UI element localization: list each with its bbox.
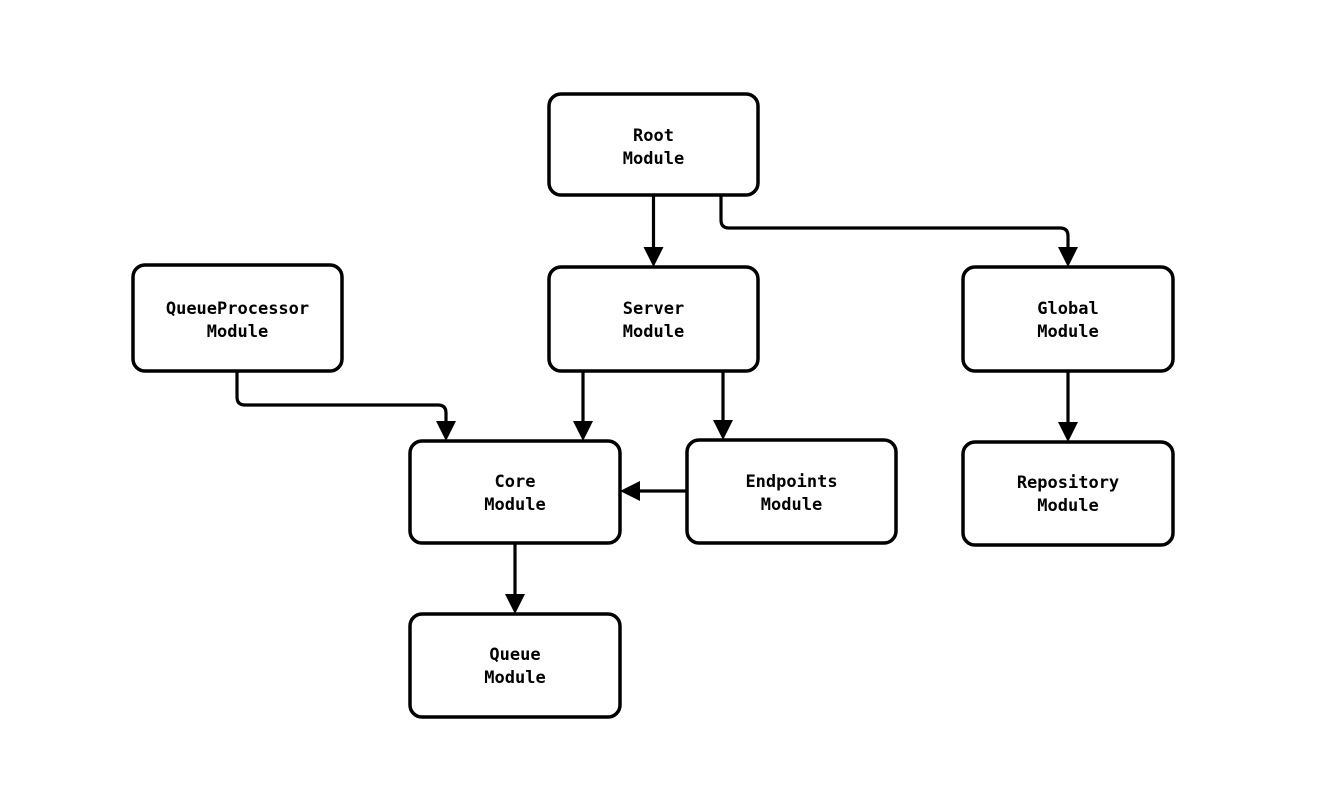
node-core-module[interactable]: Core Module — [408, 439, 622, 545]
edge-root-to-global — [719, 195, 1078, 267]
node-layer: Root Module QueueProcessor Module Server… — [131, 92, 1175, 719]
arrow-head-icon — [1058, 247, 1078, 267]
arrow-head-icon — [573, 421, 593, 441]
node-label-line1: Queue — [489, 645, 540, 665]
edge-queueprocessor-to-core — [235, 371, 456, 441]
node-queue-module[interactable]: Queue Module — [408, 612, 622, 719]
arrow-head-icon — [436, 421, 456, 441]
node-server-module[interactable]: Server Module — [547, 265, 760, 373]
arrow-head-icon — [713, 420, 733, 440]
node-label-line2: Module — [761, 495, 822, 515]
node-box[interactable] — [131, 263, 344, 373]
node-label-line1: Global — [1037, 299, 1098, 319]
node-box[interactable] — [961, 440, 1175, 547]
node-label-line1: Core — [495, 472, 536, 492]
edge-line — [719, 195, 1070, 252]
edge-layer — [235, 195, 1078, 614]
arrow-head-icon — [505, 594, 525, 614]
arrow-head-icon — [643, 247, 664, 267]
edge-endpoints-to-core — [620, 481, 687, 501]
node-box[interactable] — [961, 265, 1175, 373]
node-endpoints-module[interactable]: Endpoints Module — [685, 438, 898, 545]
node-global-module[interactable]: Global Module — [961, 265, 1175, 373]
node-label-line1: Server — [623, 299, 684, 319]
node-label-line2: Module — [1037, 322, 1098, 342]
node-box[interactable] — [547, 92, 760, 197]
node-box[interactable] — [685, 438, 898, 545]
node-box[interactable] — [547, 265, 760, 373]
node-label-line1: QueueProcessor — [166, 299, 309, 319]
node-label-line1: Repository — [1017, 473, 1119, 493]
edge-line — [235, 371, 448, 426]
node-label-line2: Module — [1037, 496, 1098, 516]
node-box[interactable] — [408, 612, 622, 719]
edge-server-to-endpoints — [713, 371, 733, 440]
node-label-line1: Root — [633, 126, 674, 146]
node-label-line2: Module — [623, 149, 684, 169]
node-label-line1: Endpoints — [745, 472, 837, 492]
edge-root-to-server — [643, 195, 664, 267]
arrow-head-icon — [1058, 422, 1078, 442]
node-queueprocessor-module[interactable]: QueueProcessor Module — [131, 263, 344, 373]
edge-global-to-repository — [1058, 371, 1078, 442]
node-root-module[interactable]: Root Module — [547, 92, 760, 197]
node-label-line2: Module — [207, 322, 268, 342]
edge-core-to-queue — [505, 543, 525, 614]
arrow-head-icon — [620, 481, 640, 501]
node-label-line2: Module — [484, 495, 545, 515]
node-repository-module[interactable]: Repository Module — [961, 440, 1175, 547]
node-label-line2: Module — [623, 322, 684, 342]
node-label-line2: Module — [484, 668, 545, 688]
node-box[interactable] — [408, 439, 622, 545]
edge-server-to-core — [573, 371, 593, 441]
